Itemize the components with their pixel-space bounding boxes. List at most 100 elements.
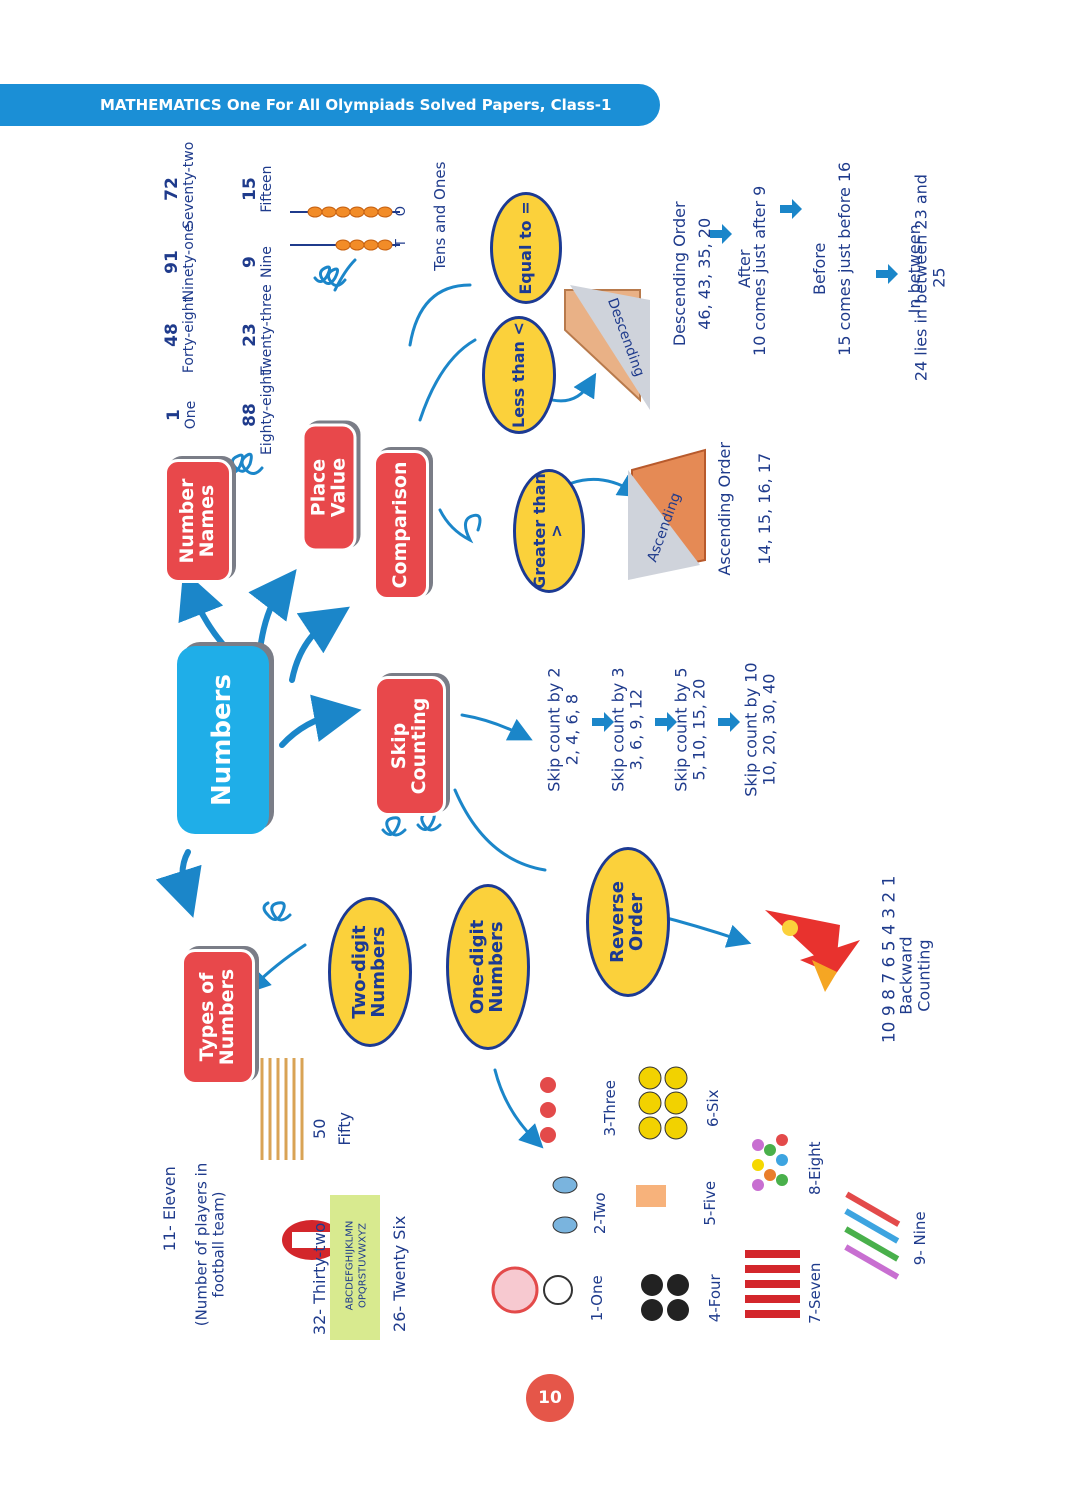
arrows-icon [745,1250,800,1318]
number-names-node: Number Names [164,459,232,583]
tyres-icon [641,1274,689,1321]
descending-stairs-icon [564,285,650,410]
place-value-caption: Tens and Ones [430,161,449,271]
descending-values: 46, 43, 35, 20 [695,217,715,330]
arrow-one-digit-list [493,1068,544,1149]
curl-number-names [224,452,264,475]
less-than-node: Less than < [482,316,556,434]
types-of-numbers-label: Types of Numbers [196,968,238,1066]
types-of-numbers-node: Types of Numbers [181,949,255,1085]
eleven-note: (Number of players in football team) [192,1162,228,1327]
arrow-two-digit-types [246,943,307,994]
one-label: 1-One [587,1275,606,1322]
three-label: 3-Three [600,1079,619,1137]
ascending-stairs-icon [628,448,706,580]
two-digit-node: Two-digit Numbers [328,897,412,1047]
descending-title: Descending Order [670,201,690,347]
pens-icon [844,1191,901,1280]
reverse-order-node: Reverse Order [586,847,670,997]
hand-icon [636,1185,666,1207]
curl-place-value [313,265,347,287]
ascending-values: 14, 15, 16, 17 [755,452,775,565]
header-title: MATHEMATICS One For All Olympiads Solved… [100,96,612,114]
clown-icon [491,1266,573,1314]
comparison-node: Comparison [373,450,429,600]
ones-label: O [393,206,409,217]
six-label: 6-Six [703,1089,722,1128]
alphabet-card [330,1195,380,1340]
rocket-icon [765,910,860,992]
skip-arrow-1 [592,712,614,732]
less-than-label: Less than < [508,322,528,428]
arrow-to-skip-counting [279,694,362,748]
one-digit-label: One-digit Numbers [467,919,507,1015]
arrow-to-place-value [248,569,297,653]
page-header: MATHEMATICS One For All Olympiads Solved… [0,84,660,126]
before-label: Before [810,242,830,295]
tens-label: T [393,239,409,248]
skip-counting-label: Skip Counting [388,697,430,795]
curl-types [262,901,292,922]
fifty-name: Fifty [335,1112,355,1146]
skip-counting-node: Skip Counting [374,676,446,816]
backward-caption: Backward Counting [896,936,933,1015]
balls-icon [638,1066,688,1140]
thirty-two-label: 32- Thirty-two [310,1222,330,1336]
greater-than-label: Greater than > [530,473,566,589]
arrow-greater-stairs [570,474,643,498]
arrow-skip-list [460,713,533,741]
number-names-label: Number Names [176,478,218,564]
eleven-label: 11- Eleven [160,1166,180,1252]
curl-skip-4 [453,788,547,872]
place-value-label: Place Value [307,457,349,518]
greater-than-node: Greater than > [513,469,585,593]
sticks-icon [260,1058,304,1160]
lips-icon [282,1220,342,1260]
place-value-node: Place Value [301,423,357,552]
order-arrow-3 [876,264,898,284]
one-digit-node: One-digit Numbers [446,884,530,1050]
curl-comparison-2 [408,283,472,347]
seven-label: 7-Seven [805,1262,824,1324]
before-text: 15 comes just before 16 [835,161,855,356]
twenty-six-label: 26- Twenty Six [390,1215,410,1332]
abacus-icon [290,206,400,251]
two-digit-label: Two-digit Numbers [349,925,389,1019]
curl-place-arrow [333,258,357,292]
nine-label: 9- Nine [910,1211,929,1266]
order-arrow-1 [710,224,732,244]
stars-icon [752,1134,788,1191]
curl-greater [438,508,482,544]
dolls-icon [540,1077,556,1143]
order-arrow-2 [780,199,802,219]
equal-to-label: Equal to = [515,201,535,295]
numbers-label: Numbers [207,674,238,806]
curl-skip-2 [381,816,407,837]
between-text: 24 lies in between 23 and 25 [911,174,948,382]
alphabet-row-1: ABCDEFGHIJKLMN [344,1220,356,1311]
arrow-to-types [155,849,202,918]
reverse-order-label: Reverse Order [607,881,647,963]
alphabet-row-2: OPQRSTUVWXYZ [357,1222,369,1309]
skip-arrow-2 [655,712,677,732]
comparison-label: Comparison [389,461,412,589]
curl-comparison [418,338,477,422]
numbers-node: Numbers [177,646,269,834]
arrow-to-comparison [289,606,350,683]
ascending-title: Ascending Order [715,442,735,576]
two-label: 2-Two [590,1192,609,1235]
arrow-to-number-names [178,569,231,653]
